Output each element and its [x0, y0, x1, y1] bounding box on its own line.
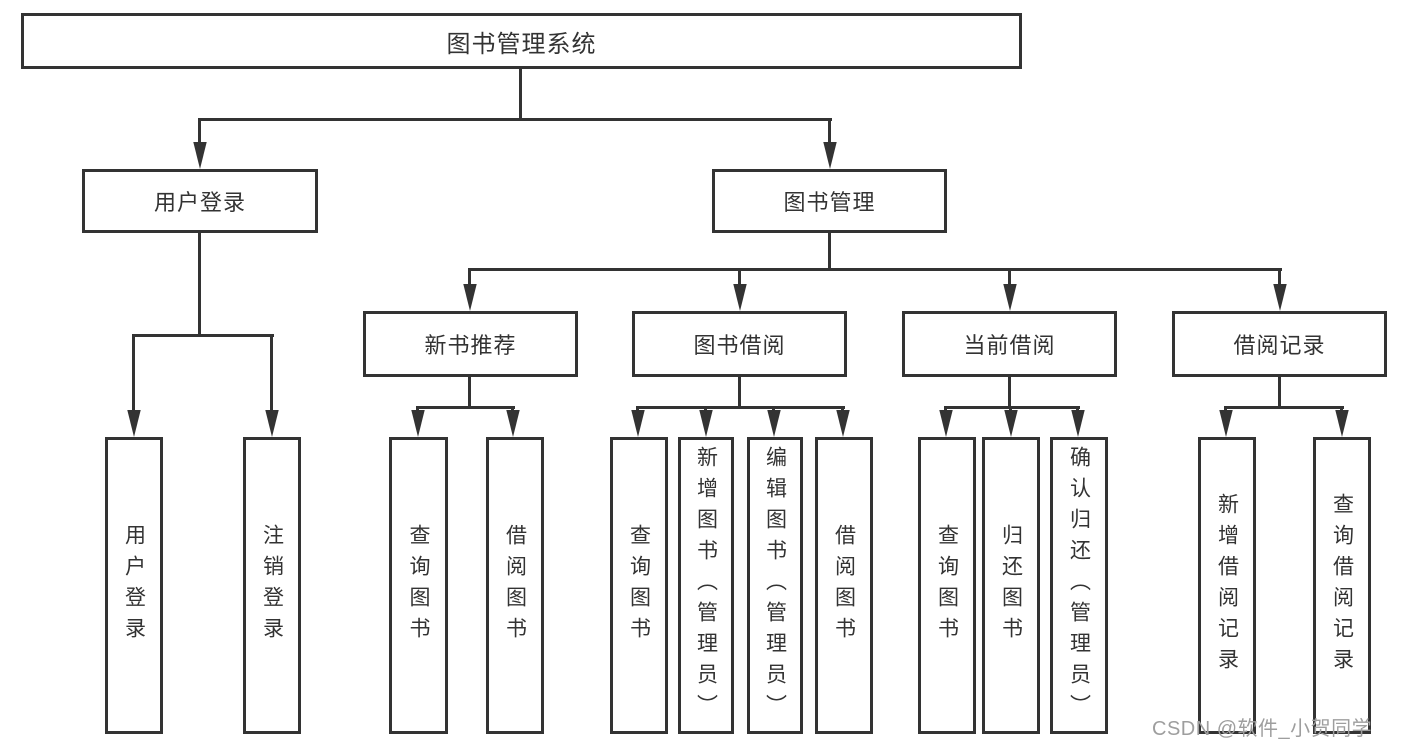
arrowhead-icon	[193, 142, 207, 169]
leaf-label: 借阅图书	[503, 523, 527, 648]
arrowhead-icon	[411, 410, 425, 437]
leaf-return-books: 归还图书	[982, 437, 1040, 734]
arrowhead-icon	[506, 410, 520, 437]
node-current-borrowing: 当前借阅	[902, 311, 1117, 377]
leaf-label: 查询图书	[935, 523, 959, 648]
node-label: 图书管理系统	[446, 30, 597, 58]
leaf-query-books-borrowing: 查询图书	[610, 437, 668, 734]
leaf-label: 确认归还（管理员）	[1067, 446, 1091, 725]
connector-new-book-horizontal	[416, 406, 515, 409]
arrowhead-icon	[265, 410, 279, 437]
node-book-borrowing: 图书借阅	[632, 311, 847, 377]
connector-level2-stem	[1008, 270, 1011, 286]
connector-level2-stem	[468, 270, 471, 286]
connector-user-login-stem-right	[270, 336, 273, 411]
leaf-label: 查询图书	[407, 523, 430, 648]
leaf-query-books-current: 查询图书	[918, 437, 976, 734]
leaf-user-login: 用户登录	[105, 437, 163, 734]
connector-book-borrow-stem	[738, 377, 741, 408]
connector-level2-stem	[1278, 270, 1281, 286]
csdn-watermark: CSDN @软件_小贺同学	[1152, 718, 1373, 740]
node-label: 新书推荐	[424, 333, 517, 358]
connector-book-management-stem	[828, 232, 831, 270]
node-label: 用户登录	[153, 190, 246, 215]
leaf-label: 查询借阅记录	[1330, 492, 1354, 679]
arrowhead-icon	[1004, 410, 1018, 437]
leaf-label: 查询图书	[627, 523, 651, 648]
arrowhead-icon	[1003, 284, 1017, 311]
leaf-confirm-return-admin: 确认归还（管理员）	[1050, 437, 1108, 734]
leaf-query-books-new-book: 查询图书	[389, 437, 448, 734]
leaf-label: 用户登录	[122, 523, 146, 648]
connector-new-book-stem	[468, 377, 471, 408]
leaf-borrow-books-borrowing: 借阅图书	[815, 437, 873, 734]
connector-borrow-records-stem	[1278, 377, 1281, 408]
leaf-label: 借阅图书	[832, 523, 856, 648]
arrowhead-icon	[127, 410, 141, 437]
connector-user-login-horizontal	[132, 334, 274, 337]
arrowhead-icon	[836, 410, 850, 437]
node-label: 图书借阅	[693, 333, 786, 358]
node-book-management: 图书管理	[712, 169, 947, 233]
leaf-label: 编辑图书（管理员）	[763, 446, 787, 725]
node-label: 借阅记录	[1233, 333, 1326, 358]
node-library-management-system: 图书管理系统	[21, 13, 1022, 69]
arrowhead-icon	[1335, 410, 1349, 437]
node-label: 当前借阅	[963, 333, 1056, 358]
leaf-add-books-admin: 新增图书（管理员）	[678, 437, 734, 734]
arrowhead-icon	[733, 284, 747, 311]
leaf-label: 注销登录	[260, 523, 284, 648]
arrowhead-icon	[1219, 410, 1233, 437]
arrowhead-icon	[1071, 410, 1085, 437]
connector-user-login-stem-left	[132, 336, 135, 411]
connector-borrow-records-horizontal	[1224, 406, 1344, 409]
connector-current-borrow-horizontal	[944, 406, 1080, 409]
leaf-label: 新增借阅记录	[1215, 492, 1239, 679]
connector-root-stem	[519, 68, 522, 120]
leaf-borrow-books-new-book: 借阅图书	[486, 437, 544, 734]
arrowhead-icon	[767, 410, 781, 437]
connector-user-login-stem	[198, 233, 201, 336]
leaf-edit-books-admin: 编辑图书（管理员）	[747, 437, 803, 734]
arrowhead-icon	[1273, 284, 1287, 311]
arrowhead-icon	[823, 142, 837, 169]
arrowhead-icon	[699, 410, 713, 437]
leaf-label: 归还图书	[999, 523, 1023, 648]
connector-level1-horizontal	[198, 118, 832, 121]
arrowhead-icon	[463, 284, 477, 311]
leaf-logout: 注销登录	[243, 437, 301, 734]
connector-level2-stem	[738, 270, 741, 286]
connector-level1-stem-right	[828, 120, 831, 145]
leaf-add-borrow-record: 新增借阅记录	[1198, 437, 1256, 734]
connector-level1-stem-left	[198, 120, 201, 145]
connector-current-borrow-stem	[1008, 377, 1011, 408]
leaf-label: 新增图书（管理员）	[694, 446, 718, 725]
connector-book-borrow-horizontal	[636, 406, 845, 409]
arrowhead-icon	[631, 410, 645, 437]
node-borrowing-records: 借阅记录	[1172, 311, 1387, 377]
node-new-book-recommendation: 新书推荐	[363, 311, 578, 377]
arrowhead-icon	[939, 410, 953, 437]
connector-level2-horizontal	[468, 268, 1282, 271]
node-label: 图书管理	[783, 190, 876, 215]
leaf-query-borrow-record: 查询借阅记录	[1313, 437, 1371, 734]
node-user-login: 用户登录	[82, 169, 318, 233]
